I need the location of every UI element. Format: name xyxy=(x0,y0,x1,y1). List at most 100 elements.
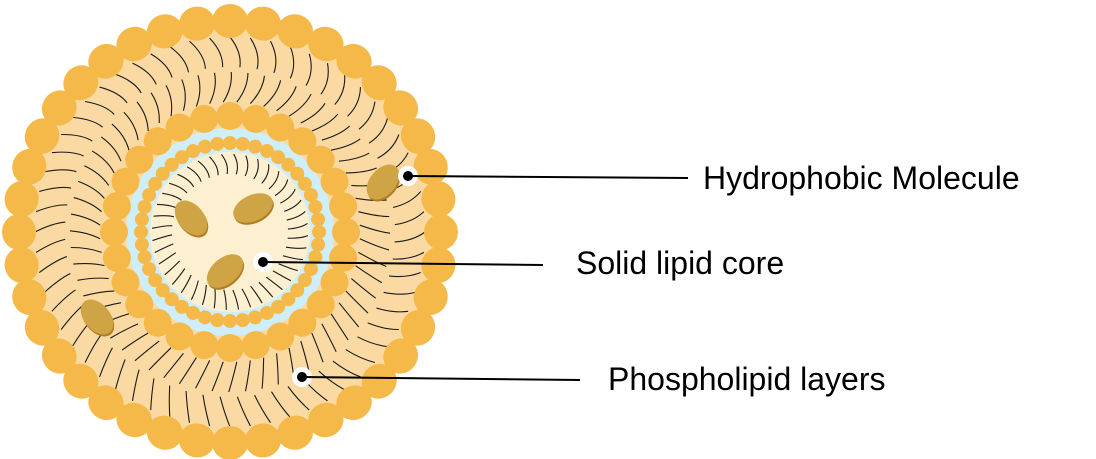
outer-leaflet-tail xyxy=(60,305,83,330)
core-head xyxy=(271,150,286,165)
inner-head xyxy=(143,308,172,337)
core-head xyxy=(303,188,318,203)
hydrophobic-molecule xyxy=(206,254,244,288)
core-tail xyxy=(278,263,298,272)
outer-head xyxy=(307,26,344,62)
outer-leaflet-tail xyxy=(99,86,128,104)
outer-head xyxy=(12,279,47,316)
outer-leaflet-tail xyxy=(114,359,126,390)
outer-leaflet-tail xyxy=(287,386,310,411)
inner-head xyxy=(100,218,128,246)
outer-head xyxy=(277,415,314,450)
outer-leaflet-tail xyxy=(38,256,68,273)
core-tail xyxy=(250,285,263,304)
core-tail xyxy=(209,156,219,176)
outer-head xyxy=(212,4,248,38)
lipid-core xyxy=(150,152,310,312)
inner-leaflet-tail xyxy=(338,152,370,162)
inner-head xyxy=(241,331,270,360)
outer-leaflet-tail xyxy=(209,37,224,68)
outer-head xyxy=(12,148,47,185)
outer-leaflet-tail xyxy=(131,369,140,401)
core-head xyxy=(134,212,149,227)
inner-leaflet-tail xyxy=(330,313,349,341)
inner-head xyxy=(165,113,194,142)
inner-leaflet-tail xyxy=(83,290,115,297)
inner-leaflet-tail xyxy=(321,125,351,141)
outer-leaflet-tail xyxy=(132,62,157,85)
inner-leaflet-tail xyxy=(209,72,216,104)
inner-leaflet-tail xyxy=(244,360,251,392)
inner-head xyxy=(125,145,154,174)
core-head xyxy=(308,199,323,214)
inner-head xyxy=(111,268,140,297)
inner-leaflet-tail xyxy=(345,167,377,174)
inner-head xyxy=(241,104,270,133)
inner-head xyxy=(143,127,172,156)
outer-head xyxy=(245,423,281,458)
core-tail xyxy=(253,158,259,180)
inner-head xyxy=(190,104,219,133)
inner-leaflet-tail xyxy=(121,332,149,351)
inner-leaflet-tail xyxy=(78,180,105,199)
core-tail xyxy=(221,154,228,175)
outer-leaflet-tail xyxy=(271,391,291,418)
core-tail xyxy=(286,211,306,221)
core-tail xyxy=(268,171,280,190)
core-tail xyxy=(177,173,195,188)
core-tail xyxy=(162,192,182,201)
outer-leaflet-tail xyxy=(377,134,400,159)
inner-leaflet-tail xyxy=(311,332,324,363)
inner-leaflet-tail xyxy=(222,71,232,103)
outer-head xyxy=(245,6,281,41)
outer-head xyxy=(413,279,448,316)
core-head xyxy=(235,136,250,151)
inner-leaflet-tail xyxy=(69,230,101,240)
pointer-line xyxy=(301,376,581,381)
outer-head xyxy=(41,90,77,126)
outer-head xyxy=(361,363,397,399)
core-tail xyxy=(244,155,249,177)
outer-leaflet-tail xyxy=(357,336,388,348)
outer-leaflet-tail xyxy=(219,396,231,428)
outer-head xyxy=(424,214,458,250)
inner-head xyxy=(125,290,154,319)
inner-head xyxy=(329,243,358,272)
core-tail xyxy=(213,287,216,309)
pointer-line xyxy=(262,261,544,266)
core-head xyxy=(197,139,212,154)
inner-head xyxy=(102,243,131,272)
inner-leaflet-tail xyxy=(358,211,390,218)
core-tail xyxy=(180,274,192,294)
hydrophobic-molecule xyxy=(366,164,400,200)
outer-leaflet-tail xyxy=(318,370,345,391)
inner-leaflet-tail xyxy=(300,340,310,372)
outer-leaflet-tail xyxy=(347,87,362,117)
outer-leaflet-tail xyxy=(51,151,84,157)
outer-leaflet-tail xyxy=(115,73,142,94)
inner-leaflet-tail xyxy=(70,213,101,226)
core-head xyxy=(174,150,189,165)
inner-leaflet-tail xyxy=(136,101,149,131)
core-head xyxy=(134,225,148,239)
core-head xyxy=(155,166,170,181)
inner-head xyxy=(320,167,349,196)
inner-leaflet-tail xyxy=(178,357,197,385)
core-head xyxy=(290,166,305,181)
inner-leaflet-tail xyxy=(111,123,130,151)
core-head xyxy=(271,299,286,314)
inner-leaflet-tail xyxy=(211,361,224,392)
outer-head xyxy=(277,14,314,49)
outer-leaflet-tail xyxy=(99,347,113,378)
outer-leaflet-tail xyxy=(229,36,241,68)
outer-leaflet-tail xyxy=(383,291,416,295)
inner-leaflet-tail xyxy=(110,323,139,339)
core-head xyxy=(223,314,237,328)
core-tail xyxy=(233,153,238,175)
inner-leaflet-tail xyxy=(351,278,376,299)
outer-head xyxy=(179,6,215,41)
outer-head xyxy=(63,363,99,399)
outer-head xyxy=(383,338,419,374)
outer-head xyxy=(421,247,456,283)
outer-head xyxy=(361,65,397,101)
